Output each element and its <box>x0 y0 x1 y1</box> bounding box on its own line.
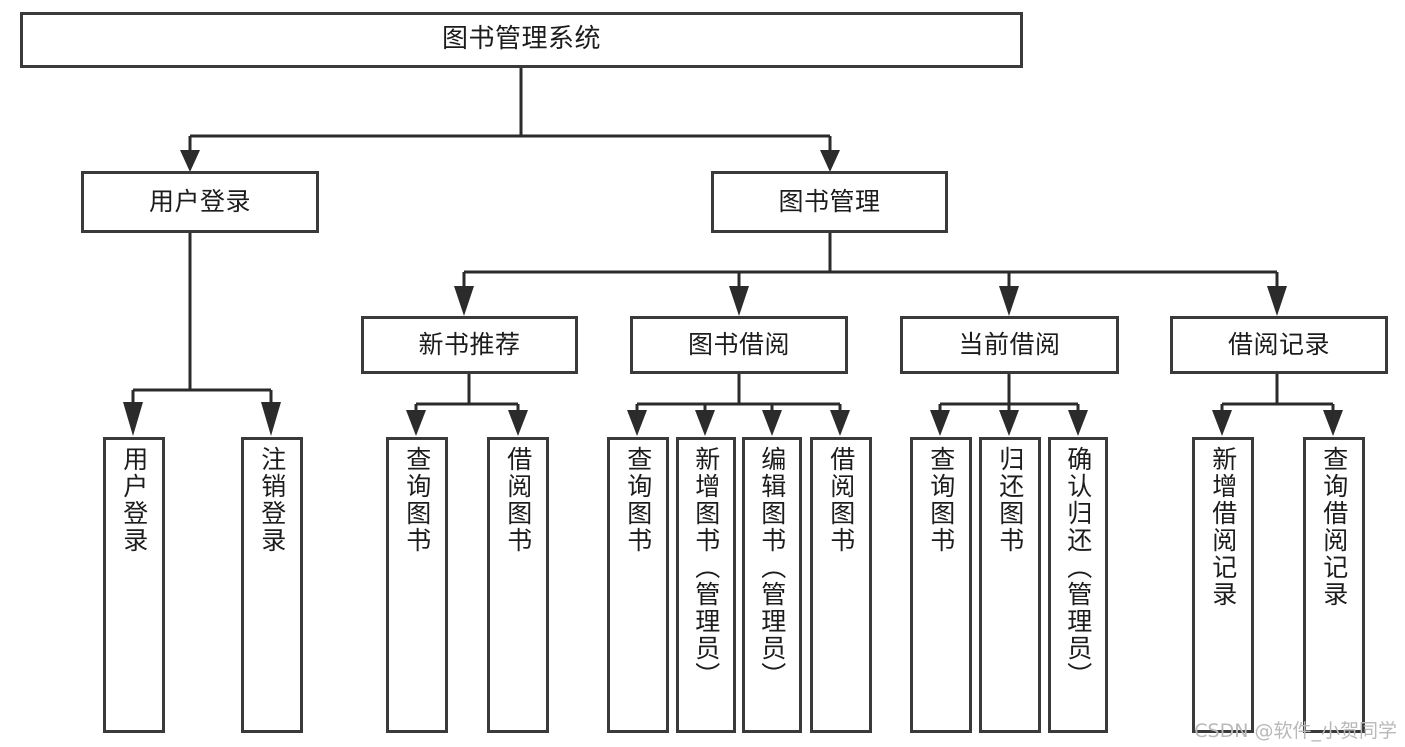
node-leaf-confirm-return-admin[interactable]: 确认归还（管理员） <box>1048 437 1108 733</box>
node-label: 注销登录 <box>257 446 287 554</box>
node-label: 新书推荐 <box>418 330 521 359</box>
node-current-borrow[interactable]: 当前借阅 <box>900 316 1119 374</box>
node-leaf-query-book-recommend[interactable]: 查询图书 <box>386 437 448 733</box>
node-label: 查询图书 <box>402 446 432 554</box>
node-borrow-record[interactable]: 借阅记录 <box>1170 316 1388 374</box>
node-label: 图书管理系统 <box>441 24 602 55</box>
node-new-book-recommend[interactable]: 新书推荐 <box>361 316 578 374</box>
node-leaf-borrow-book-recommend[interactable]: 借阅图书 <box>487 437 549 733</box>
node-book-management[interactable]: 图书管理 <box>711 171 948 233</box>
node-leaf-return-book[interactable]: 归还图书 <box>979 437 1041 733</box>
node-label: 确认归还（管理员） <box>1063 446 1093 689</box>
node-label: 借阅记录 <box>1227 330 1330 359</box>
node-label: 新增借阅记录 <box>1208 446 1238 608</box>
node-label: 当前借阅 <box>958 330 1061 359</box>
node-leaf-logout[interactable]: 注销登录 <box>241 437 303 733</box>
node-label: 查询图书 <box>623 446 653 554</box>
node-leaf-borrow-book[interactable]: 借阅图书 <box>810 437 872 733</box>
node-leaf-user-login[interactable]: 用户登录 <box>103 437 165 733</box>
node-book-borrow[interactable]: 图书借阅 <box>630 316 848 374</box>
node-label: 编辑图书（管理员） <box>757 446 787 689</box>
node-leaf-query-book-current[interactable]: 查询图书 <box>910 437 972 733</box>
node-label: 新增图书（管理员） <box>691 446 721 689</box>
node-root-book-management-system[interactable]: 图书管理系统 <box>20 12 1023 68</box>
node-leaf-add-book-admin[interactable]: 新增图书（管理员） <box>676 437 736 733</box>
node-label: 用户登录 <box>148 187 251 216</box>
node-label: 归还图书 <box>995 446 1025 554</box>
node-label: 查询图书 <box>926 446 956 554</box>
node-leaf-query-book-borrow[interactable]: 查询图书 <box>607 437 669 733</box>
node-label: 查询借阅记录 <box>1319 446 1349 608</box>
node-label: 图书管理 <box>778 187 881 216</box>
node-leaf-edit-book-admin[interactable]: 编辑图书（管理员） <box>742 437 802 733</box>
node-leaf-add-borrow-record[interactable]: 新增借阅记录 <box>1192 437 1254 733</box>
node-label: 借阅图书 <box>826 446 856 554</box>
watermark: CSDN @软件_小贺同学 <box>1194 720 1397 742</box>
node-label: 借阅图书 <box>503 446 533 554</box>
node-label: 图书借阅 <box>687 330 790 359</box>
node-user-login[interactable]: 用户登录 <box>81 171 319 233</box>
node-leaf-query-borrow-record[interactable]: 查询借阅记录 <box>1303 437 1365 733</box>
node-label: 用户登录 <box>119 446 149 554</box>
